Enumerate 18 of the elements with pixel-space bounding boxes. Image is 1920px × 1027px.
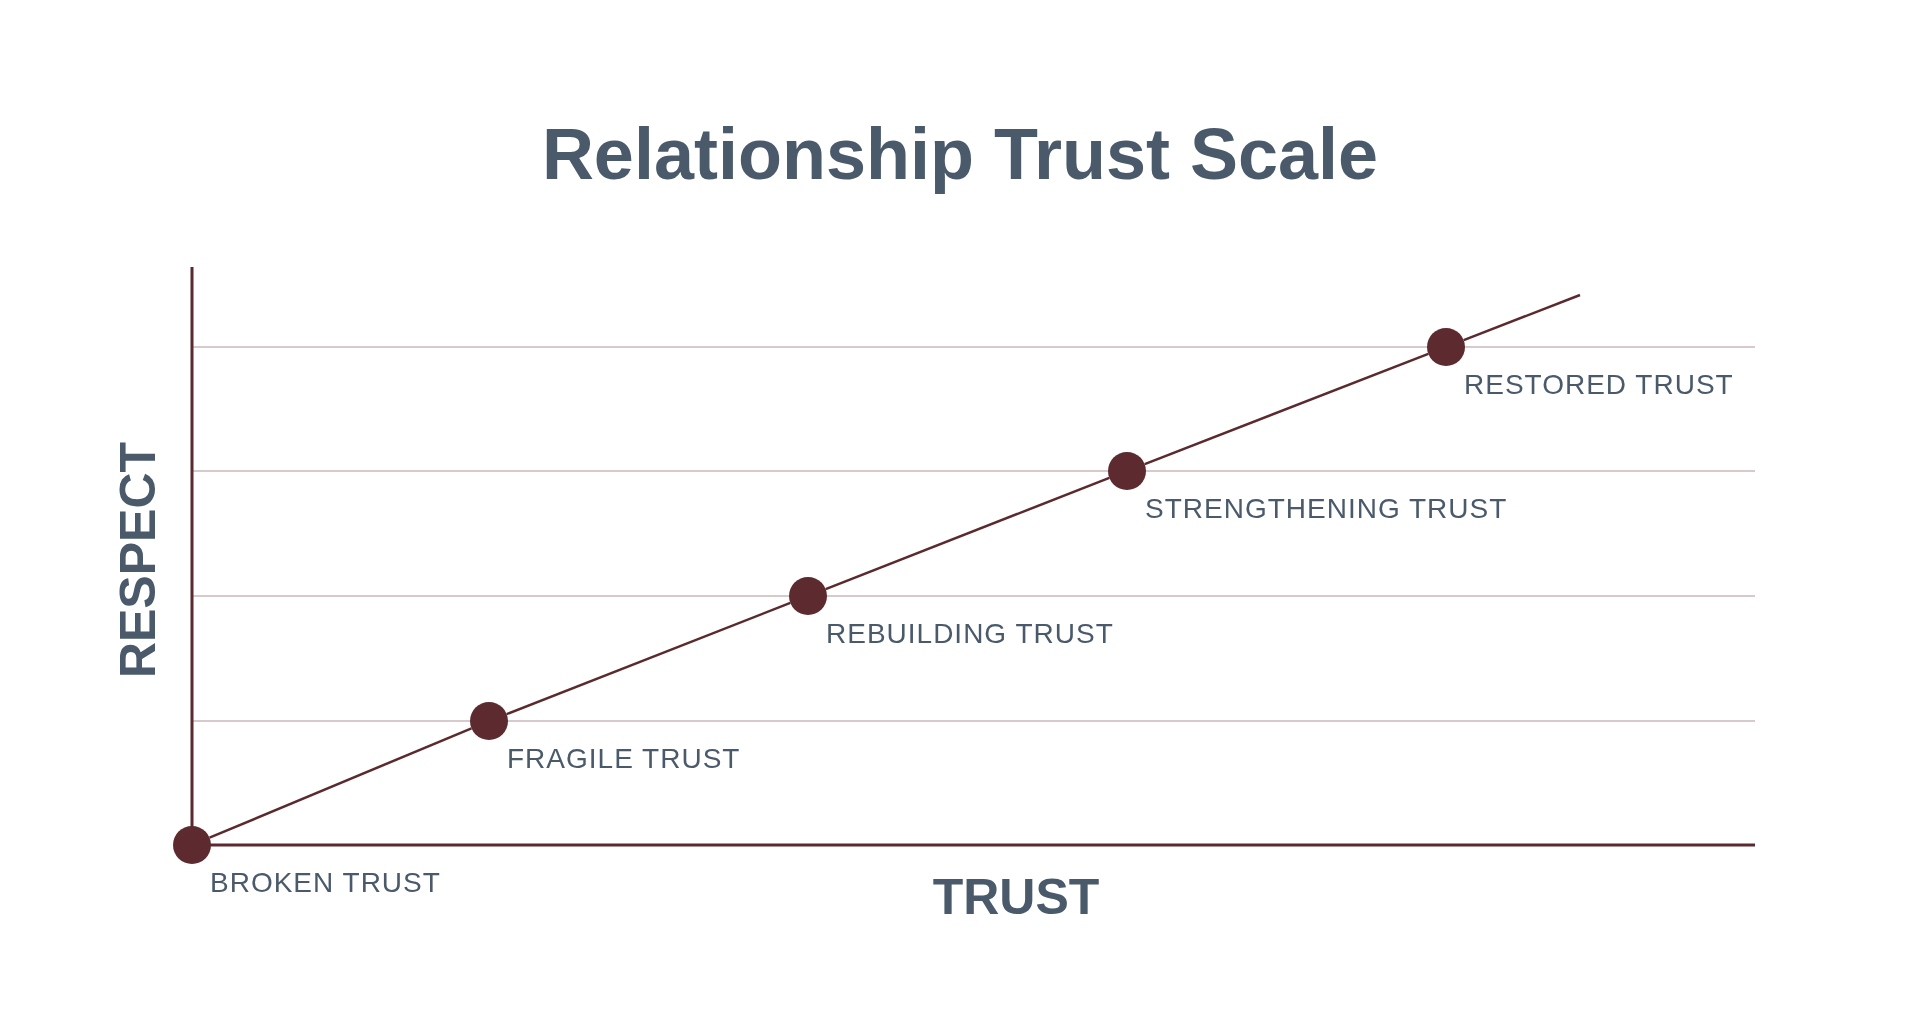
point-label: BROKEN TRUST	[210, 867, 441, 899]
trend-line	[1463, 293, 1581, 342]
trend-line	[1144, 352, 1429, 466]
data-point-dot	[470, 702, 508, 740]
trend-line	[209, 727, 472, 839]
trend-line	[825, 476, 1110, 591]
axis-label: TRUST	[932, 868, 1100, 926]
axis-label: RESPECT	[109, 441, 167, 679]
trend-line	[506, 601, 791, 716]
point-label: FRAGILE TRUST	[507, 743, 741, 775]
point-label: REBUILDING TRUST	[826, 618, 1114, 650]
data-point-dot	[1108, 452, 1146, 490]
chart-title: Relationship Trust Scale	[540, 113, 1380, 196]
point-label: STRENGTHENING TRUST	[1145, 493, 1508, 525]
data-point-dot	[1427, 328, 1465, 366]
data-point-dot	[789, 577, 827, 615]
data-point-dot	[173, 826, 211, 864]
point-label: RESTORED TRUST	[1464, 369, 1734, 401]
